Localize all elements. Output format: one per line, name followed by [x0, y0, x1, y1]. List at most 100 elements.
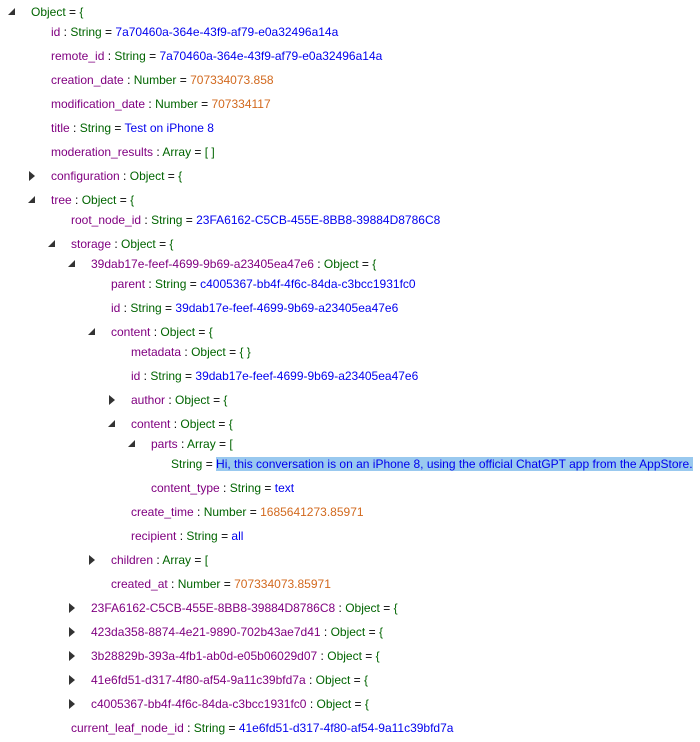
property-key: parts — [151, 437, 178, 451]
tree-row[interactable]: 3b28829b-393a-4fb1-ab0d-e05b06029d07 : O… — [0, 647, 700, 665]
tree-row[interactable]: author : Object = { — [0, 391, 700, 409]
equals-sign: = — [220, 577, 235, 591]
equals-sign: = — [225, 345, 240, 359]
tree-row[interactable]: remote_id : String = 7a70460a-364e-43f9-… — [0, 47, 700, 65]
expand-arrow-down-icon[interactable] — [107, 419, 117, 429]
tree-row[interactable]: Object = { — [0, 3, 700, 21]
tree-row[interactable]: recipient : String = all — [0, 527, 700, 545]
expand-arrow-right-icon[interactable] — [67, 603, 77, 613]
equals-sign: = — [145, 49, 160, 63]
equals-sign: = — [217, 529, 232, 543]
property-value: { — [364, 673, 369, 687]
type-separator: : — [177, 437, 188, 451]
expand-arrow-down-icon[interactable] — [7, 7, 17, 17]
tree-row-text: 423da358-8874-4e21-9890-702b43ae7d41 : O… — [91, 623, 383, 641]
equals-sign: = — [209, 393, 224, 407]
property-key: parent — [111, 277, 146, 291]
tree-row[interactable]: String = Hi, this conversation is on an … — [0, 455, 700, 473]
expand-arrow-down-icon[interactable] — [27, 195, 37, 205]
tree-row[interactable]: parts : Array = [ — [0, 435, 700, 453]
type-separator: : — [335, 601, 346, 615]
type-separator: : — [69, 121, 80, 135]
property-key: configuration — [51, 169, 120, 183]
tree-row[interactable]: content : Object = { — [0, 415, 700, 433]
property-type: String — [193, 721, 226, 735]
tree-row-text: 39dab17e-feef-4699-9b69-a23405ea47e6 : O… — [91, 255, 376, 273]
property-value: { — [130, 193, 135, 207]
equals-sign: = — [65, 5, 80, 19]
tree-row[interactable]: metadata : Object = { } — [0, 343, 700, 361]
property-value: { — [79, 5, 84, 19]
expand-arrow-down-icon[interactable] — [47, 239, 57, 249]
property-type: String — [155, 277, 187, 291]
type-separator: : — [306, 697, 317, 711]
type-separator: : — [165, 393, 176, 407]
tree-row-text: moderation_results : Array = [ ] — [51, 143, 215, 161]
expand-arrow-down-icon[interactable] — [87, 327, 97, 337]
expand-arrow-right-icon[interactable] — [67, 651, 77, 661]
type-separator: : — [313, 257, 324, 271]
type-separator: : — [193, 505, 204, 519]
tree-row-text: author : Object = { — [131, 391, 227, 409]
equals-sign: = — [116, 193, 131, 207]
expand-arrow-right-icon[interactable] — [87, 555, 97, 565]
tree-row[interactable]: id : String = 7a70460a-364e-43f9-af79-e0… — [0, 23, 700, 41]
property-value: 1685641273.85971 — [260, 505, 364, 519]
property-type: Array — [162, 145, 192, 159]
tree-row-text: current_leaf_node_id : String = 41e6fd51… — [71, 719, 453, 737]
equals-sign: = — [215, 437, 230, 451]
selected-property-value[interactable]: Hi, this conversation is on an iPhone 8,… — [216, 457, 693, 471]
tree-row[interactable]: root_node_id : String = 23FA6162-C5CB-45… — [0, 211, 700, 229]
property-type: Object — [129, 169, 165, 183]
property-value: Test on iPhone 8 — [124, 121, 214, 135]
expand-arrow-down-icon[interactable] — [67, 259, 77, 269]
property-type: String — [130, 301, 162, 315]
equals-sign: = — [182, 213, 197, 227]
expand-arrow-down-icon[interactable] — [127, 439, 137, 449]
type-separator: : — [120, 301, 131, 315]
tree-row[interactable]: modification_date : Number = 707334117 — [0, 95, 700, 113]
property-value: 39dab17e-feef-4699-9b69-a23405ea47e6 — [175, 301, 399, 315]
equals-sign: = — [197, 97, 212, 111]
type-separator: : — [219, 481, 230, 495]
tree-row[interactable]: configuration : Object = { — [0, 167, 700, 185]
tree-row[interactable]: id : String = 39dab17e-feef-4699-9b69-a2… — [0, 367, 700, 385]
tree-row[interactable]: parent : String = c4005367-bb4f-4f6c-84d… — [0, 275, 700, 293]
expand-arrow-right-icon[interactable] — [67, 675, 77, 685]
tree-row[interactable]: children : Array = [ — [0, 551, 700, 569]
tree-row[interactable]: create_time : Number = 1685641273.85971 — [0, 503, 700, 521]
tree-row-text: Object = { — [31, 3, 83, 21]
tree-row[interactable]: c4005367-bb4f-4f6c-84da-c3bcc1931fc0 : O… — [0, 695, 700, 713]
tree-row[interactable]: title : String = Test on iPhone 8 — [0, 119, 700, 137]
tree-row[interactable]: content : Object = { — [0, 323, 700, 341]
tree-row[interactable]: created_at : Number = 707334073.85971 — [0, 575, 700, 593]
tree-row[interactable]: storage : Object = { — [0, 235, 700, 253]
tree-row[interactable]: 39dab17e-feef-4699-9b69-a23405ea47e6 : O… — [0, 255, 700, 273]
property-key: 39dab17e-feef-4699-9b69-a23405ea47e6 — [91, 257, 314, 271]
expand-arrow-right-icon[interactable] — [67, 699, 77, 709]
property-key: tree — [51, 193, 72, 207]
property-value: 707334073.858 — [190, 73, 274, 87]
expand-arrow-right-icon[interactable] — [27, 171, 37, 181]
property-value: { — [178, 169, 183, 183]
property-value: { — [223, 393, 228, 407]
tree-row-text: 41e6fd51-d317-4f80-af54-9a11c39bfd7a : O… — [91, 671, 368, 689]
tree-row[interactable]: 23FA6162-C5CB-455E-8BB8-39884D8786C8 : O… — [0, 599, 700, 617]
tree-row[interactable]: tree : Object = { — [0, 191, 700, 209]
property-key: content — [131, 417, 171, 431]
tree-row[interactable]: 41e6fd51-d317-4f80-af54-9a11c39bfd7a : O… — [0, 671, 700, 689]
tree-row[interactable]: current_leaf_node_id : String = 41e6fd51… — [0, 719, 700, 737]
property-type: Object — [327, 649, 362, 663]
equals-sign: = — [161, 301, 176, 315]
expand-arrow-right-icon[interactable] — [67, 627, 77, 637]
tree-row[interactable]: content_type : String = text — [0, 479, 700, 497]
tree-row[interactable]: moderation_results : Array = [ ] — [0, 143, 700, 161]
expand-arrow-right-icon[interactable] — [107, 395, 117, 405]
tree-row[interactable]: id : String = 39dab17e-feef-4699-9b69-a2… — [0, 299, 700, 317]
property-value: { — [375, 649, 380, 663]
property-type: Array — [187, 437, 216, 451]
property-key: creation_date — [51, 73, 124, 87]
tree-row[interactable]: 423da358-8874-4e21-9890-702b43ae7d41 : O… — [0, 623, 700, 641]
tree-row[interactable]: creation_date : Number = 707334073.858 — [0, 71, 700, 89]
